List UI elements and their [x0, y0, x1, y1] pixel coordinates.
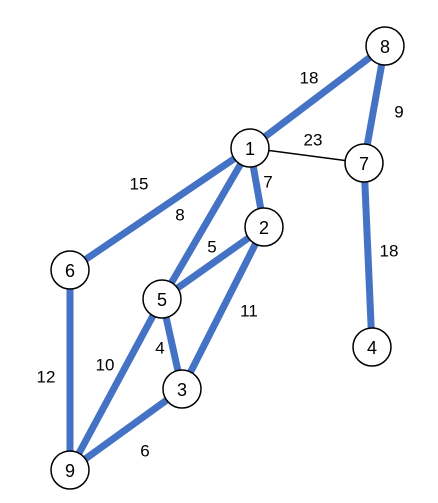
node-circle-6: [50, 250, 90, 290]
node-6: 6: [50, 250, 90, 290]
node-8: 8: [365, 26, 405, 66]
edge-1-6: [68, 145, 252, 273]
node-circle-9: [50, 450, 90, 490]
node-circle-1: [230, 128, 270, 168]
node-label-1: 1: [245, 139, 255, 159]
node-label-7: 7: [359, 154, 369, 174]
node-circle-8: [365, 26, 405, 66]
edge-1-5: [158, 146, 254, 301]
node-label-2: 2: [259, 218, 269, 238]
edge-8-7: [360, 45, 389, 164]
node-5: 5: [142, 279, 182, 319]
edge-weight-1-6: 15: [130, 175, 149, 194]
edge-7-4: [360, 162, 376, 348]
node-circle-4: [352, 327, 392, 367]
node-label-5: 5: [157, 290, 167, 310]
node-label-4: 4: [367, 338, 377, 358]
node-label-6: 6: [65, 261, 75, 281]
edge-weight-3-9: 6: [140, 442, 149, 461]
edge-8-1: [247, 43, 388, 151]
node-circle-2: [244, 207, 284, 247]
edge-weight-2-5: 5: [207, 238, 216, 257]
node-7: 7: [344, 143, 384, 183]
edge-weight-1-7: 23: [304, 131, 323, 150]
edges-layer: [66, 43, 389, 473]
edge-5-9: [66, 297, 166, 472]
edge-weight-8-1: 18: [300, 69, 319, 88]
node-circle-7: [344, 143, 384, 183]
edge-weight-1-2: 7: [263, 173, 272, 192]
edge-weight-1-5: 8: [175, 206, 184, 225]
node-3: 3: [162, 369, 202, 409]
edge-2-5: [159, 224, 267, 302]
edge-weight-5-9: 10: [96, 356, 115, 375]
node-4: 4: [352, 327, 392, 367]
node-label-3: 3: [177, 380, 187, 400]
node-label-8: 8: [380, 37, 390, 57]
edge-weight-8-7: 9: [394, 103, 403, 122]
node-circle-5: [142, 279, 182, 319]
node-label-9: 9: [65, 461, 75, 481]
edge-weight-2-3: 11: [240, 302, 258, 321]
node-2: 2: [244, 207, 284, 247]
node-circle-3: [162, 369, 202, 409]
edge-3-9: [67, 386, 185, 473]
node-1: 1: [230, 128, 270, 168]
edge-weight-5-3: 4: [155, 339, 164, 358]
node-9: 9: [50, 450, 90, 490]
edge-2-3: [178, 225, 268, 391]
edge-weight-6-9: 12: [37, 368, 56, 387]
edge-weight-7-4: 18: [380, 242, 399, 261]
